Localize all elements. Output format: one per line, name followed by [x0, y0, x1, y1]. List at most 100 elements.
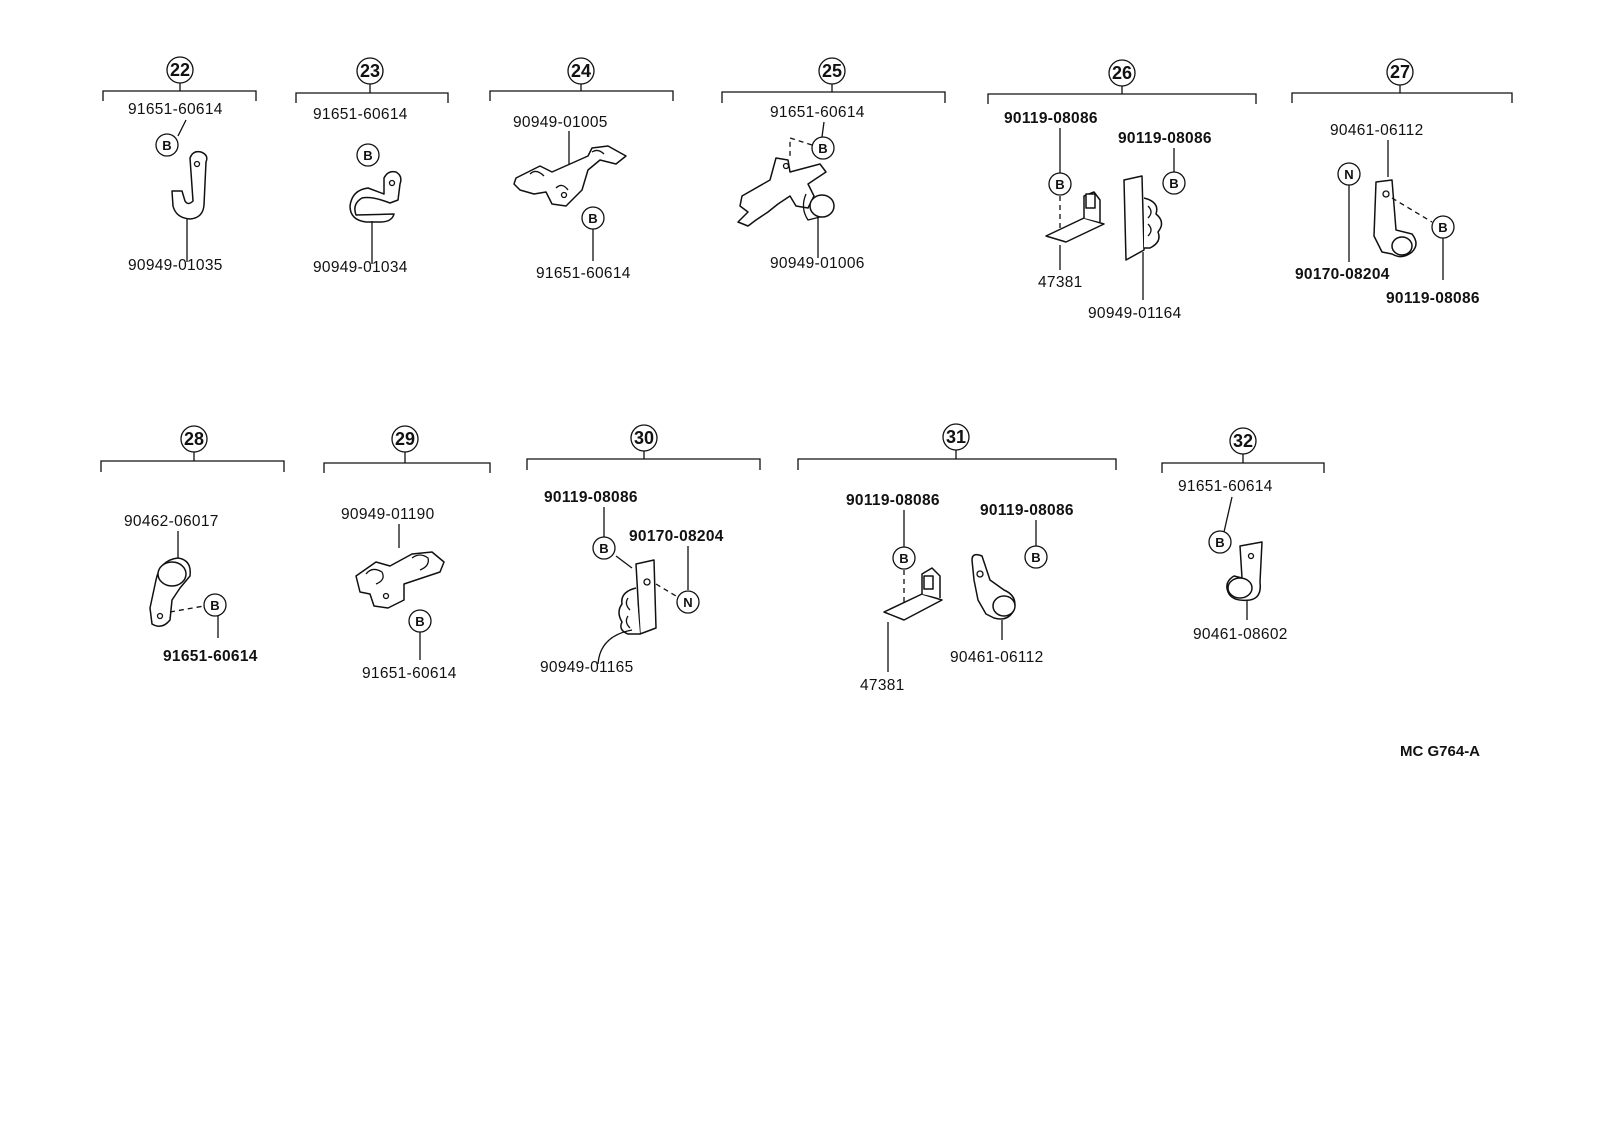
- callout-number: 23: [360, 61, 380, 81]
- part-number: 91651-60614: [770, 104, 865, 121]
- leader-line: [597, 629, 633, 665]
- part-number: 90119-08086: [544, 489, 638, 506]
- group-bracket: [1161, 454, 1325, 473]
- bolt-hole: [1247, 552, 1255, 560]
- group-32: 32 91651-60614 B 90461-08602: [1161, 427, 1325, 643]
- group-bracket: [1291, 85, 1513, 103]
- group-28: 28 90462-06017 B 91651-60614: [100, 425, 285, 665]
- part-number: 90461-06112: [1330, 122, 1424, 139]
- callout-number: 22: [170, 60, 190, 80]
- bracket-detail: [529, 149, 605, 191]
- bolt-letter: B: [818, 141, 827, 156]
- bolt-symbol: [203, 593, 227, 617]
- callout-number: 27: [1390, 62, 1410, 82]
- diagram-reference-code: MC G764-A: [1400, 743, 1480, 760]
- assembly-line: [789, 137, 813, 158]
- bolt-hole: [382, 592, 390, 600]
- leader-line: [177, 119, 187, 137]
- part-number: 90119-08086: [846, 492, 940, 509]
- bolt-letter: B: [1215, 535, 1224, 550]
- bolt-letter: B: [363, 148, 372, 163]
- part-number: 90949-01165: [540, 659, 634, 676]
- bolt-symbol: [592, 536, 616, 560]
- clamp-body: [635, 559, 657, 635]
- group-bracket: [295, 84, 449, 103]
- group-23: 23 91651-60614 B 90949-01034: [295, 57, 449, 276]
- clamp-detail: [625, 597, 631, 629]
- part-number: 47381: [1038, 274, 1083, 291]
- group-31: 31 90119-08086 90119-08086 B B 47381 904…: [797, 423, 1117, 694]
- part-number: 90461-08602: [1193, 626, 1288, 643]
- leader-line: [615, 555, 633, 569]
- part-number: 91651-60614: [163, 648, 258, 665]
- bolt-symbol: [1208, 530, 1232, 554]
- part-number: 90461-06112: [950, 649, 1044, 666]
- callout-number: 28: [184, 429, 204, 449]
- bolt-symbol: [1048, 172, 1072, 196]
- group-26: 26 90119-08086 90119-08086 B B 47381 909…: [987, 59, 1257, 322]
- part-number: 90949-01006: [770, 255, 865, 272]
- group-bracket: [797, 450, 1117, 470]
- group-22: 22 91651-60614 B 90949-01035: [102, 56, 257, 274]
- bolt-letter: B: [899, 551, 908, 566]
- bolt-letter: B: [1055, 177, 1064, 192]
- part-number: 47381: [860, 677, 905, 694]
- clamp-body: [1123, 175, 1145, 261]
- bolt-hole: [782, 162, 790, 170]
- leader-line: [1223, 496, 1233, 533]
- clamp-detail: [1147, 205, 1152, 237]
- plate-clip: [923, 575, 934, 590]
- clamp-loops: [1143, 197, 1163, 249]
- group-25: 25 91651-60614 B 90949-01006: [721, 57, 946, 272]
- bolt-symbol: [892, 546, 916, 570]
- part-number: 90119-08086: [1386, 290, 1480, 307]
- clamp-part: [355, 551, 445, 609]
- clamp-tube: [992, 595, 1016, 617]
- bolt-letter: B: [588, 211, 597, 226]
- bolt-hole: [643, 578, 651, 586]
- bolt-letter: B: [1169, 176, 1178, 191]
- clamp-loops: [618, 587, 640, 635]
- plate-part: [1045, 217, 1105, 243]
- assembly-line: [169, 605, 205, 613]
- part-number: 91651-60614: [1178, 478, 1273, 495]
- callout-number: 31: [946, 427, 966, 447]
- part-number: 90949-01035: [128, 257, 223, 274]
- group-29: 29 90949-01190 B 91651-60614: [323, 425, 491, 682]
- clamp-tube: [1227, 577, 1253, 599]
- bolt-letter: B: [1438, 220, 1447, 235]
- part-number: 90949-01034: [313, 259, 408, 276]
- part-number: 91651-60614: [128, 101, 223, 118]
- bolt-hole: [193, 160, 201, 168]
- part-number: 90949-01005: [513, 114, 608, 131]
- clamp-tube: [1391, 236, 1413, 256]
- clamp-tube: [157, 561, 187, 587]
- part-number: 90170-08204: [1295, 266, 1390, 283]
- group-24: 24 90949-01005 B 91651-60614: [489, 57, 674, 282]
- bolt-symbol: [811, 136, 835, 160]
- group-bracket: [526, 451, 761, 470]
- bolt-hole: [560, 191, 568, 199]
- bolt-letter: B: [162, 138, 171, 153]
- group-bracket: [102, 83, 257, 101]
- bolt-letter: B: [599, 541, 608, 556]
- callout-number: 26: [1112, 63, 1132, 83]
- part-number: 90119-08086: [1004, 110, 1098, 127]
- part-number: 91651-60614: [536, 265, 631, 282]
- callout-number: 29: [395, 429, 415, 449]
- group-bracket: [721, 84, 946, 103]
- clamp-part: [349, 170, 402, 223]
- part-number: 90119-08086: [980, 502, 1074, 519]
- assembly-line: [655, 583, 677, 597]
- part-number: 90949-01190: [341, 506, 435, 523]
- bolt-symbol: [1024, 545, 1048, 569]
- callout-number: 30: [634, 428, 654, 448]
- group-30: 30 90119-08086 B 90170-08204 N 90949-011…: [526, 424, 761, 676]
- clamp-detail: [365, 554, 429, 585]
- clamp-detail: [802, 193, 821, 221]
- clamp-part: [171, 150, 208, 220]
- callout-number: 32: [1233, 431, 1253, 451]
- bolt-symbol: [356, 143, 380, 167]
- callout-number: 25: [822, 61, 842, 81]
- group-bracket: [100, 452, 285, 472]
